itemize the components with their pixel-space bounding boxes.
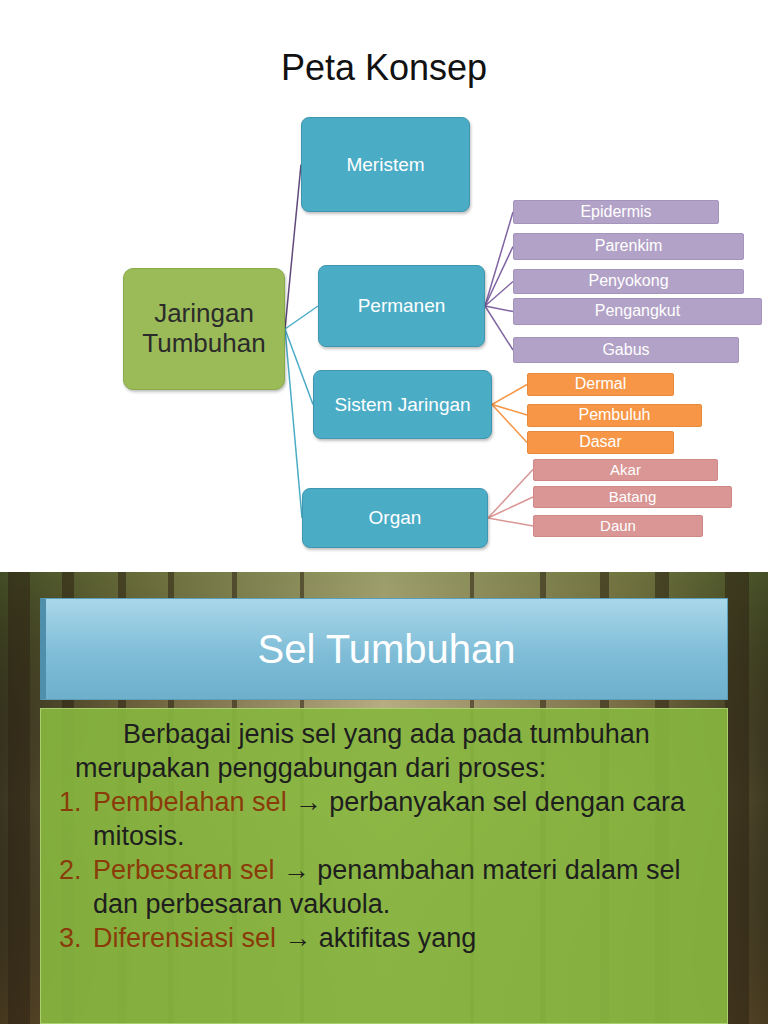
root-box: Jaringan Tumbuhan (123, 268, 285, 390)
list-number: 1. (59, 785, 82, 819)
leaf-box: Pembuluh (527, 404, 702, 427)
text-wrap: Epidermis (580, 203, 651, 221)
branch-connector (492, 385, 527, 405)
text-wrap: Pengangkut (595, 302, 680, 320)
text-wrap: Jaringan Tumbuhan (130, 299, 278, 359)
list-item: 3. Diferensiasi sel → aktifitas yang (53, 921, 713, 955)
text-wrap: Dermal (575, 375, 627, 393)
node-label: Daun (600, 517, 636, 534)
branch-connector (285, 329, 302, 518)
leaf-box: Penyokong (513, 269, 744, 294)
node-label: Dermal (575, 375, 627, 393)
text-wrap: Daun (600, 517, 636, 534)
list-number: 2. (59, 853, 82, 887)
branch-box: Permanen (318, 265, 485, 347)
branch-box: Organ (302, 488, 488, 548)
leaf-box: Daun (533, 515, 703, 537)
branch-connector (285, 165, 301, 330)
node-label: Akar (610, 461, 641, 478)
leaf-box: Pengangkut (513, 298, 762, 325)
text-wrap: Dasar (579, 433, 622, 451)
leaf-box: Parenkim (513, 233, 744, 260)
key-term: Diferensiasi sel (93, 923, 276, 953)
node-label: Parenkim (595, 237, 663, 255)
text-wrap: Akar (610, 461, 641, 478)
list-item: 2.Perbesaran sel→ penambahan materi dala… (53, 853, 713, 921)
leaf-box: Epidermis (513, 200, 719, 224)
node-label: Penyokong (588, 272, 668, 290)
node-label: Epidermis (580, 203, 651, 221)
branch-box: Sistem Jaringan (313, 370, 492, 439)
branch-connector (488, 470, 533, 519)
text-wrap: Penyokong (588, 272, 668, 290)
key-term: Pembelahan sel (93, 787, 287, 817)
list-item: 1.Pembelahan sel→ perbanyakan sel dengan… (53, 785, 713, 853)
node-label: Dasar (579, 433, 622, 451)
leaf-box: Akar (533, 459, 718, 481)
text-wrap: Organ (369, 507, 422, 529)
text-wrap: Meristem (346, 154, 424, 176)
leaf-box: Batang (533, 486, 732, 508)
node-label: Meristem (346, 154, 424, 176)
node-label: Permanen (358, 295, 446, 317)
branch-connector (488, 518, 533, 526)
node-label: Sistem Jaringan (334, 394, 470, 416)
text-wrap: Gabus (602, 341, 649, 359)
text-wrap: Pembuluh (578, 406, 650, 424)
branch-connector (485, 306, 513, 350)
text-wrap: Sistem Jaringan (334, 394, 470, 416)
intro-paragraph: Berbagai jenis sel yang ada pada tumbuha… (53, 717, 713, 785)
content-panel: Berbagai jenis sel yang ada pada tumbuha… (40, 708, 728, 1024)
node-label: Sel Tumbuhan (258, 626, 516, 672)
text-wrap: Sel Tumbuhan (258, 626, 516, 672)
node-label: Pengangkut (595, 302, 680, 320)
node-label: Jaringan Tumbuhan (130, 299, 278, 359)
branch-box: Meristem (301, 117, 470, 212)
branch-connector (485, 306, 513, 312)
text-wrap: Parenkim (595, 237, 663, 255)
text-wrap: Batang (609, 488, 657, 505)
branch-connector (492, 405, 527, 443)
node-label: Organ (369, 507, 422, 529)
diagram-title: Peta Konsep (0, 46, 768, 89)
node-label: Pembuluh (578, 406, 650, 424)
term-description: → aktifitas yang (284, 923, 476, 953)
branch-connector (485, 282, 513, 307)
node-label: Gabus (602, 341, 649, 359)
list-number: 3. (59, 921, 82, 955)
slide-title-bar: Sel Tumbuhan (40, 598, 728, 700)
branch-connector (488, 497, 533, 518)
leaf-box: Gabus (513, 337, 739, 363)
node-label: Batang (609, 488, 657, 505)
text-wrap: Permanen (358, 295, 446, 317)
leaf-box: Dasar (527, 431, 674, 454)
key-term: Perbesaran sel (93, 855, 275, 885)
leaf-box: Dermal (527, 373, 674, 396)
branch-connector (485, 212, 513, 306)
branch-connector (285, 329, 313, 405)
branch-connector (485, 247, 513, 307)
branch-connector (285, 306, 318, 329)
